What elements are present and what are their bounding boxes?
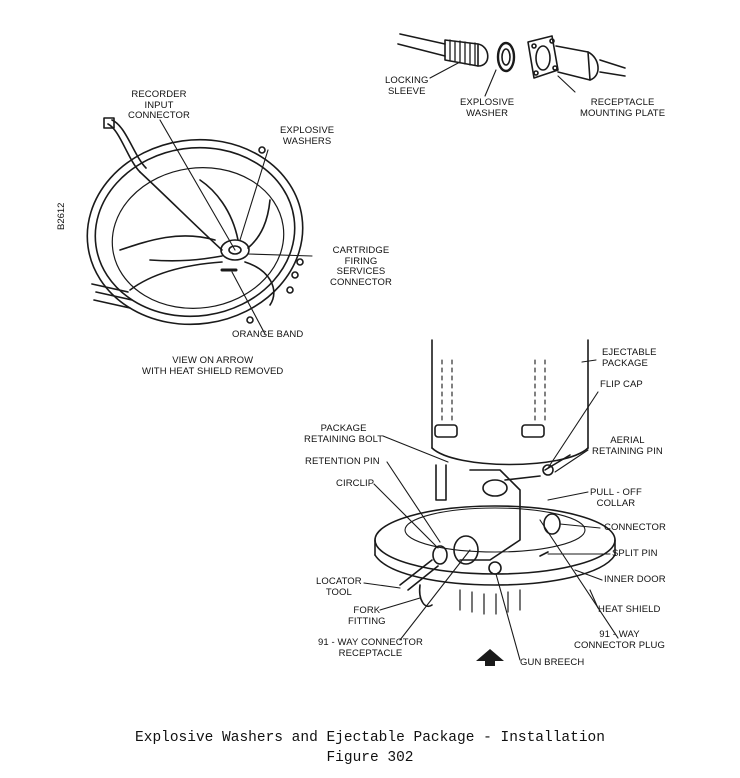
label-retention-pin: RETENTION PIN — [305, 456, 380, 467]
label-split-pin: SPLIT PIN — [612, 548, 658, 559]
view-caption: VIEW ON ARROW WITH HEAT SHIELD REMOVED — [142, 355, 284, 377]
label-connector: CONNECTOR — [604, 522, 666, 533]
label-recorder-input-connector: RECORDER INPUT CONNECTOR — [128, 89, 190, 121]
figure-caption-title: Explosive Washers and Ejectable Package … — [135, 730, 605, 746]
main-package-detail — [363, 339, 619, 666]
label-package-retaining-bolt: PACKAGE RETAINING BOLT — [304, 423, 384, 445]
label-locator-tool: LOCATOR TOOL — [316, 576, 362, 598]
label-pull-off-collar: PULL - OFF COLLAR — [590, 487, 642, 509]
figure-caption-number: Figure 302 — [326, 750, 414, 766]
top-connector-detail — [397, 33, 626, 97]
label-flip-cap: FLIP CAP — [600, 379, 643, 390]
label-gun-breech: GUN BREECH — [520, 657, 585, 668]
label-locking-sleeve: LOCKING SLEEVE — [385, 75, 429, 97]
label-inner-door: INNER DOOR — [604, 574, 666, 585]
left-view-detail — [86, 117, 313, 335]
label-cartridge-firing-connector: CARTRIDGE FIRING SERVICES CONNECTOR — [330, 245, 392, 288]
label-91-way-connector-plug: 91 - WAY CONNECTOR PLUG — [574, 629, 665, 651]
label-explosive-washer: EXPLOSIVE WASHER — [460, 97, 515, 119]
label-heat-shield: HEAT SHIELD — [598, 604, 661, 615]
label-aerial-retaining-pin: AERIAL RETAINING PIN — [592, 435, 663, 457]
label-91-way-connector-receptacle: 91 - WAY CONNECTOR RECEPTACLE — [318, 637, 423, 659]
label-circlip: CIRCLIP — [336, 478, 375, 489]
label-receptacle-mounting-plate: RECEPTACLE MOUNTING PLATE — [580, 97, 666, 119]
drawing-code: B2612 — [56, 202, 67, 230]
label-ejectable-package: EJECTABLE PACKAGE — [602, 347, 657, 369]
label-orange-band: ORANGE BAND — [232, 329, 304, 340]
label-explosive-washers: EXPLOSIVE WASHERS — [280, 125, 335, 147]
label-fork-fitting: FORK FITTING — [348, 605, 386, 627]
